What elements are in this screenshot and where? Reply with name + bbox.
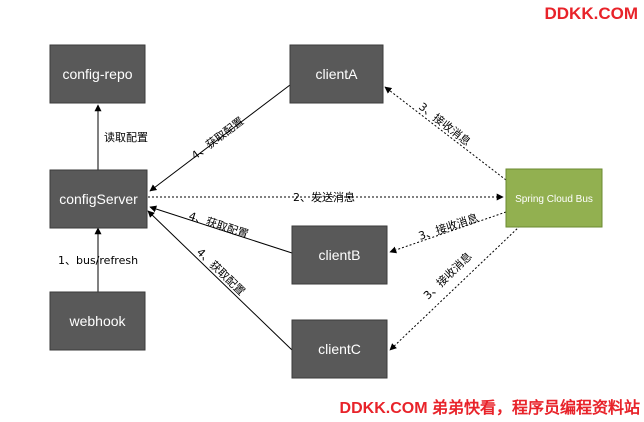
label-bus-refresh: 1、bus/refresh (58, 254, 138, 267)
edge-receive-b (389, 211, 507, 254)
node-spring-cloud-bus: Spring Cloud Bus (505, 168, 603, 228)
node-client-b: clientB (291, 225, 388, 285)
node-client-c-label: clientC (318, 341, 361, 357)
node-webhook: webhook (49, 291, 146, 351)
label-receive-a: 3、接收消息 (416, 99, 473, 148)
watermark-top: DDKK.COM (544, 4, 639, 23)
node-config-server-label: configServer (59, 191, 138, 207)
label-send-message: 2、发送消息 (293, 190, 355, 204)
edge-receive-c (389, 225, 521, 351)
label-fetch-c: 4、获取配置 (194, 246, 248, 298)
edge-fetch-b (149, 205, 293, 254)
label-receive-c: 3、接收消息 (420, 249, 474, 302)
node-client-a-label: clientA (315, 66, 358, 82)
node-webhook-label: webhook (68, 313, 126, 329)
label-fetch-b: 4、获取配置 (187, 209, 250, 241)
edge-receive-a (384, 86, 507, 181)
edges (94, 84, 521, 351)
watermark-bottom: DDKK.COM 弟弟快看，程序员编程资料站 (339, 400, 640, 417)
label-receive-b: 3、接收消息 (417, 210, 480, 242)
label-read-config: 读取配置 (104, 130, 148, 144)
label-fetch-a: 4、获取配置 (189, 115, 246, 163)
node-config-server: configServer (49, 169, 148, 229)
node-client-a: clientA (289, 44, 384, 104)
node-config-repo-label: config-repo (62, 66, 132, 82)
node-client-c: clientC (291, 319, 388, 379)
edge-fetch-c (147, 210, 293, 351)
node-spring-cloud-bus-label: Spring Cloud Bus (515, 194, 593, 205)
node-client-b-label: clientB (318, 247, 360, 263)
edge-fetch-a (149, 84, 291, 192)
node-config-repo: config-repo (49, 44, 146, 104)
